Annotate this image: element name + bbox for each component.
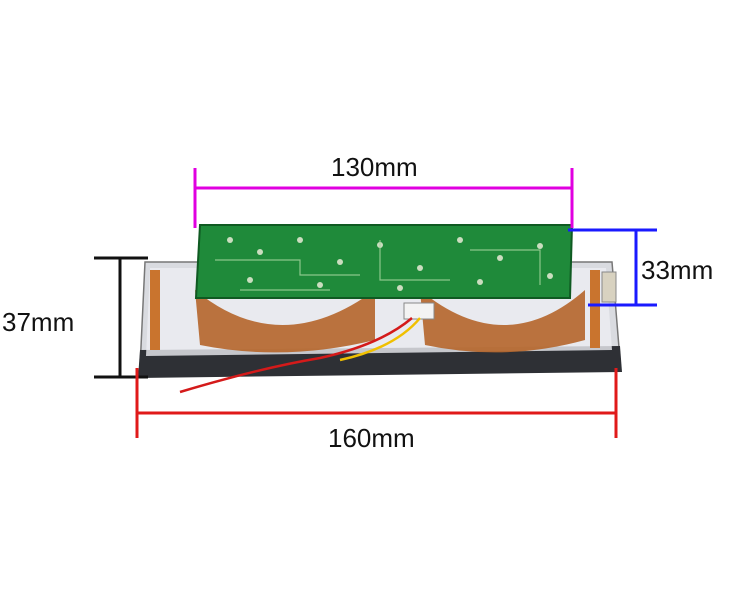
top-width-label: 130mm — [331, 152, 418, 182]
side-post — [601, 271, 617, 303]
dimension-left-height — [94, 256, 148, 379]
dimension-right-height — [568, 228, 657, 307]
right-copper-strip — [590, 270, 600, 348]
bottom-width-label: 160mm — [328, 423, 415, 453]
dimension-top-width — [193, 168, 574, 228]
dimension-bottom-width — [135, 368, 618, 438]
copper-coils — [195, 290, 585, 353]
circuit-board — [194, 224, 574, 299]
wire-connector — [179, 302, 435, 394]
left-copper-strip — [150, 270, 160, 350]
left-height-label: 37mm — [2, 307, 75, 337]
right-height-label: 33mm — [641, 255, 714, 285]
